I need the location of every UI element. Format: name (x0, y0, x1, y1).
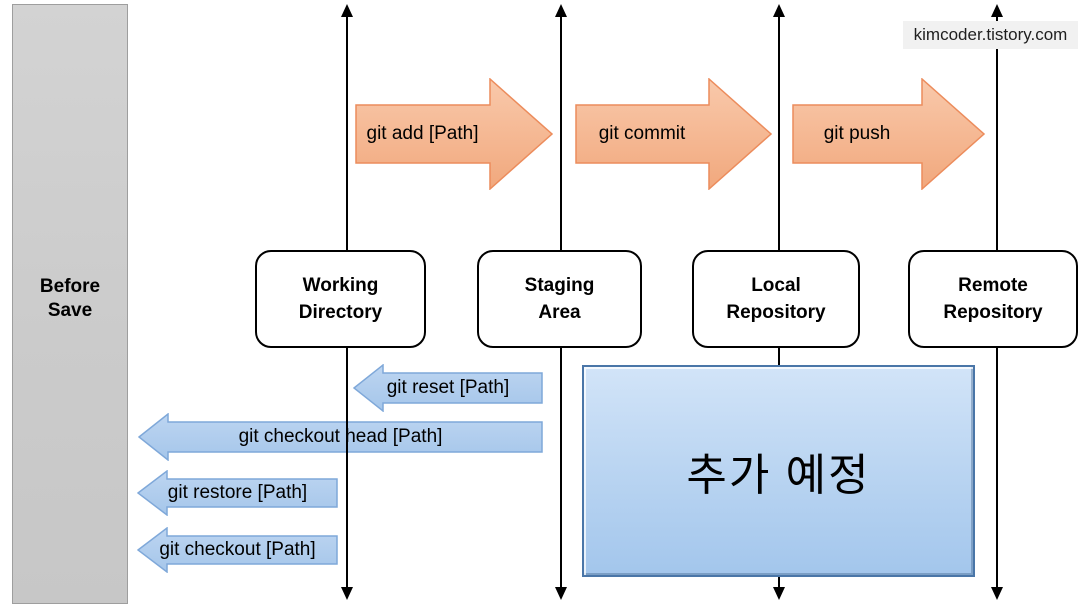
git-checkout-label: git checkout [Path] (159, 539, 316, 560)
git-add-label: git add [Path] (366, 123, 479, 144)
stage-label: Remote Repository (943, 275, 1043, 323)
git-restore-arrow: git restore [Path] (137, 470, 338, 516)
stage-label: Local Repository (726, 275, 826, 323)
git-checkout-head-arrow: git checkout head [Path] (138, 413, 543, 461)
placeholder-box: 추가 예정 (582, 365, 975, 577)
left-arrow-shape (137, 527, 338, 573)
git-commit-arrow: git commit (575, 78, 772, 190)
watermark: kimcoder.tistory.com (903, 21, 1078, 49)
git-restore-label: git restore [Path] (167, 482, 308, 503)
git-push-label: git push (823, 123, 891, 144)
arrowhead-up-icon (991, 4, 1003, 17)
left-arrow-shape (353, 364, 543, 412)
git-reset-label: git reset [Path] (386, 377, 510, 398)
right-arrow-shape (355, 78, 553, 190)
stage-box-working-directory: Working Directory (255, 250, 426, 348)
stage-label: Staging Area (524, 275, 595, 323)
git-push-arrow: git push (792, 78, 985, 190)
placeholder-label: 추가 예정 (686, 451, 871, 500)
before-save-label: Before Save (39, 276, 101, 321)
arrowhead-down-icon (991, 587, 1003, 600)
stage-box-staging-area: Staging Area (477, 250, 642, 348)
git-commit-label: git commit (598, 123, 686, 144)
git-add-arrow: git add [Path] (355, 78, 553, 190)
git-reset-arrow: git reset [Path] (353, 364, 543, 412)
arrowhead-up-icon (773, 4, 785, 17)
arrowhead-down-icon (555, 587, 567, 600)
stage-box-remote-repository: Remote Repository (908, 250, 1078, 348)
arrowhead-down-icon (341, 587, 353, 600)
right-arrow-shape (575, 78, 772, 190)
git-checkout-head-label: git checkout head [Path] (238, 426, 443, 447)
arrowhead-up-icon (341, 4, 353, 17)
stage-label: Working Directory (298, 275, 383, 323)
left-arrow-shape (137, 470, 338, 516)
git-checkout-arrow: git checkout [Path] (137, 527, 338, 573)
right-arrow-shape (792, 78, 985, 190)
arrowhead-down-icon (773, 587, 785, 600)
left-arrow-shape (138, 413, 543, 461)
stage-box-local-repository: Local Repository (692, 250, 860, 348)
arrowhead-up-icon (555, 4, 567, 17)
before-save-panel: Before Save (12, 4, 128, 604)
